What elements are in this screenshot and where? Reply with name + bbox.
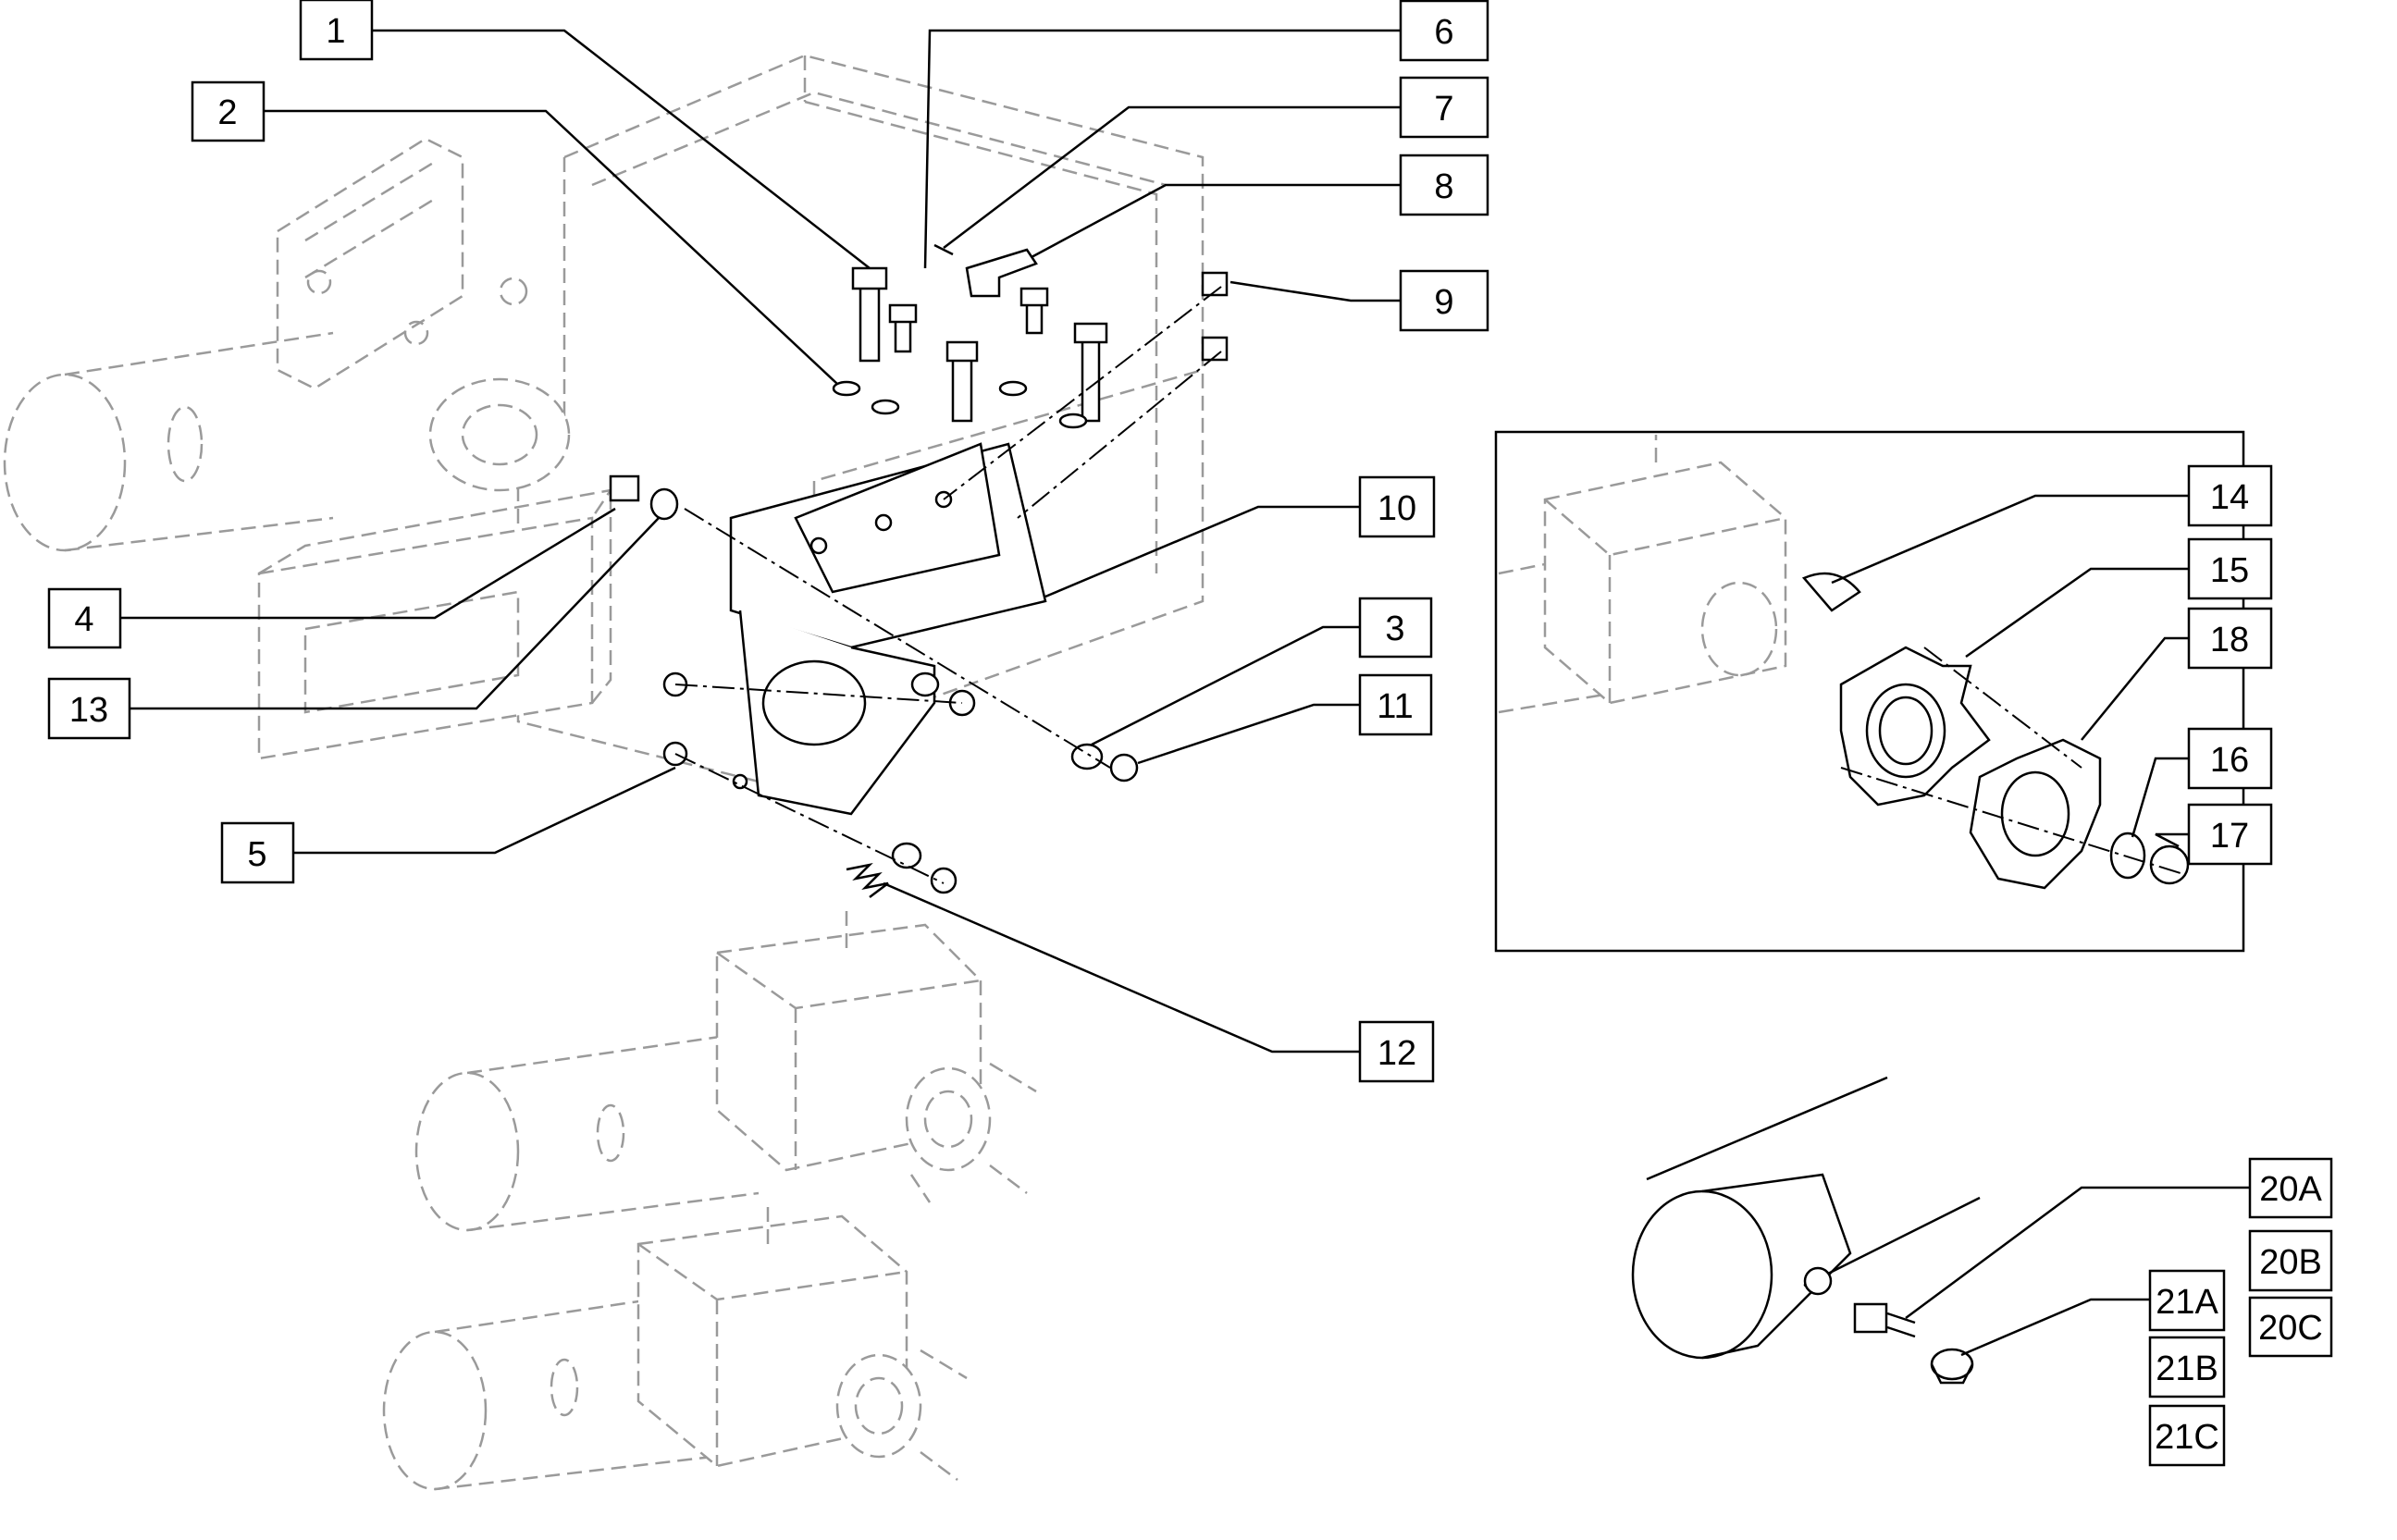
callout-7: 7 [1399, 76, 1489, 139]
callout-21c-label: 21C [2155, 1418, 2219, 1457]
callout-4: 4 [47, 587, 122, 649]
callout-9-label: 9 [1434, 283, 1453, 322]
hub-detail-parts [1498, 435, 2190, 890]
leader-8 [1031, 183, 1401, 259]
callout-21b-label: 21B [2156, 1349, 2218, 1388]
leader-lines [120, 29, 2250, 1357]
callout-20a-label: 20A [2259, 1170, 2322, 1209]
callout-8-label: 8 [1434, 167, 1453, 206]
callout-20c: 20C [2248, 1296, 2333, 1358]
callout-12-label: 12 [1378, 1034, 1416, 1073]
callout-4-label: 4 [74, 600, 93, 639]
callout-1-label: 1 [326, 12, 345, 51]
callout-14-label: 14 [2210, 478, 2249, 517]
leader-4 [120, 507, 616, 620]
leader-17 [2155, 832, 2189, 848]
callout-17-label: 17 [2210, 817, 2249, 856]
main-exploded-parts [609, 243, 1229, 898]
leader-16 [2131, 757, 2189, 838]
callout-15: 15 [2187, 537, 2273, 600]
callout-1: 1 [299, 0, 374, 61]
callout-16: 16 [2187, 727, 2273, 790]
leader-7 [943, 105, 1401, 249]
callout-11: 11 [1358, 673, 1433, 736]
callout-20b: 20B [2248, 1229, 2333, 1292]
callout-2-label: 2 [217, 93, 237, 132]
callout-2: 2 [191, 80, 266, 142]
leader-1 [372, 29, 871, 269]
callout-18-label: 18 [2210, 621, 2249, 659]
leader-12 [883, 881, 1360, 1053]
callout-5: 5 [220, 821, 295, 884]
ghost-frame-assembly [3, 54, 1205, 797]
callout-10-label: 10 [1378, 489, 1416, 528]
callout-7-label: 7 [1434, 90, 1453, 129]
callout-20c-label: 20C [2258, 1309, 2323, 1348]
leader-21a [1960, 1298, 2150, 1357]
callout-16-label: 16 [2210, 741, 2249, 780]
callout-17: 17 [2187, 803, 2273, 866]
callout-3: 3 [1358, 597, 1433, 659]
callout-5-label: 5 [247, 835, 266, 874]
hub-detail-frame [1494, 430, 2245, 953]
leader-9 [1229, 280, 1401, 302]
callout-18: 18 [2187, 607, 2273, 670]
callout-6-label: 6 [1434, 13, 1453, 52]
callout-8: 8 [1399, 154, 1489, 216]
callout-15-label: 15 [2210, 551, 2249, 590]
leader-3 [1091, 625, 1360, 746]
leader-6 [923, 29, 1401, 269]
callout-13: 13 [47, 677, 131, 740]
leader-2 [264, 109, 838, 385]
callout-9: 9 [1399, 269, 1489, 332]
callout-6: 6 [1399, 0, 1489, 62]
callout-14: 14 [2187, 464, 2273, 527]
leader-15 [1965, 567, 2189, 659]
callout-21a-label: 21A [2156, 1283, 2218, 1322]
leader-13 [130, 517, 660, 710]
callout-21a: 21A [2148, 1269, 2226, 1332]
callout-3-label: 3 [1385, 610, 1404, 648]
callout-20b-label: 20B [2259, 1243, 2322, 1282]
leader-14 [1831, 494, 2189, 585]
leader-20a [1905, 1186, 2250, 1320]
leader-11 [1137, 703, 1360, 765]
callout-13-label: 13 [69, 691, 108, 730]
ghost-lower-motor-assembly-1 [414, 911, 1037, 1232]
leader-5 [264, 766, 676, 855]
leader-18 [2081, 636, 2189, 741]
ghost-lower-motor-assembly-2 [382, 1207, 968, 1491]
callout-20a: 20A [2248, 1157, 2333, 1219]
leader-10 [1044, 505, 1360, 598]
callout-10: 10 [1358, 475, 1436, 538]
callout-12: 12 [1358, 1020, 1435, 1083]
callout-21c: 21C [2148, 1404, 2226, 1467]
callout-11-label: 11 [1377, 687, 1413, 726]
callout-21b: 21B [2148, 1336, 2226, 1398]
motor-brush-detail [1631, 1076, 1981, 1385]
